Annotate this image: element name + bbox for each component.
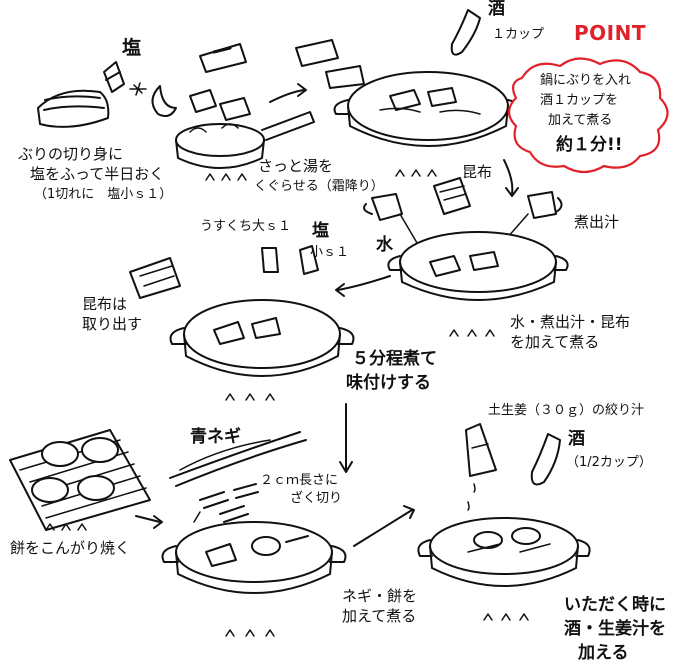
callout-line-3: 加えて煮る: [548, 113, 613, 128]
water-label: 水: [376, 235, 393, 255]
arrow-down-right: [503, 159, 519, 197]
step6-text-2: 加えて煮る: [342, 607, 417, 625]
mochi-text: 餅をこんがり焼く: [10, 539, 131, 557]
step7-text-2: 酒・生姜汁を: [564, 619, 666, 639]
pot-step7: [417, 517, 591, 621]
sake-bottle-icon-2: [530, 433, 561, 486]
point-callout-bubble: [507, 57, 669, 174]
callout-line-4: 約１分!!: [556, 135, 623, 155]
step5-text-1: ５分程煮て: [352, 349, 437, 369]
sake-cup-label: １カップ: [492, 27, 545, 42]
step4-text-2: を加えて煮る: [510, 333, 600, 351]
usukuchi-label: うすくち大ｓ１: [200, 219, 292, 234]
arrow-right: [269, 83, 307, 103]
step2-text-2: くぐらせる（霜降り）: [254, 179, 384, 194]
step2-text-1: さっと湯を: [258, 157, 334, 175]
dashi-label: 煮出汁: [574, 213, 620, 231]
salt-label-2: 塩: [312, 221, 329, 241]
negi-label: 青ネギ: [190, 427, 241, 447]
salt-bottle-icon: [299, 245, 319, 275]
water-pitcher-icon: [363, 193, 403, 221]
cut-text-2: ざく切り: [290, 491, 343, 506]
pot-step5: [169, 299, 355, 401]
callout-line-2: 酒１カップを: [540, 93, 619, 108]
sake-label-2: 酒: [568, 429, 585, 449]
cut-text-1: ２ｃｍ長さに: [260, 473, 339, 488]
point-label: POINT: [574, 21, 646, 45]
pot-step3: [333, 71, 523, 177]
salt-shaker-icon: [103, 61, 125, 93]
step1-text-3: （1切れに 塩小ｓ１）: [34, 187, 173, 202]
cut-onion-pieces: [199, 483, 259, 523]
salt-grains-icon: [129, 82, 147, 96]
pot-step4: [387, 231, 569, 337]
step1-text-1: ぶりの切り身に: [18, 145, 124, 163]
step7-text-1: いただく時に: [564, 595, 666, 615]
dashi-pitcher-icon: [499, 191, 563, 247]
buri-pieces-top: [295, 39, 365, 89]
step5-text-2: 味付けする: [346, 373, 431, 393]
grill-with-mochi: [9, 429, 151, 531]
ginger-juice-cup-icon: [465, 423, 497, 529]
kombu-removed-icon: [129, 257, 181, 299]
salt-amount-label: 小ｓ１: [310, 245, 350, 260]
pot-step6: [161, 521, 347, 637]
kombu-remove-2: 取り出す: [82, 315, 143, 333]
moon-icon: [151, 85, 177, 117]
ginger-label: 土生姜（３０ｇ）の絞り汁: [488, 403, 645, 418]
step1-text-2: 塩をふって半日おく: [30, 165, 165, 183]
kombu-label: 昆布: [462, 163, 493, 181]
arrow-right-step6: [135, 511, 201, 529]
buri-fillet: [37, 89, 110, 128]
step7-text-3: 加える: [578, 643, 629, 663]
kombu-remove-1: 昆布は: [82, 295, 128, 313]
callout-line-1: 鍋にぶりを入れ: [540, 73, 632, 88]
kombu-icon: [433, 177, 471, 215]
arrow-up-right: [353, 505, 415, 547]
sake-label: 酒: [488, 0, 505, 19]
usukuchi-bottle-icon: [261, 247, 279, 273]
sake-bottle-icon: [450, 9, 481, 56]
saucepan-step2: [175, 43, 315, 181]
arrow-down: [339, 403, 353, 473]
green-onion-icon: [169, 431, 307, 487]
step6-text-1: ネギ・餅を: [342, 587, 418, 605]
step4-text-1: 水・煮出汁・昆布: [510, 313, 631, 331]
arrow-left: [335, 275, 391, 297]
sake-amount-label: （1/2カップ）: [566, 455, 652, 470]
salt-label: 塩: [122, 37, 142, 59]
